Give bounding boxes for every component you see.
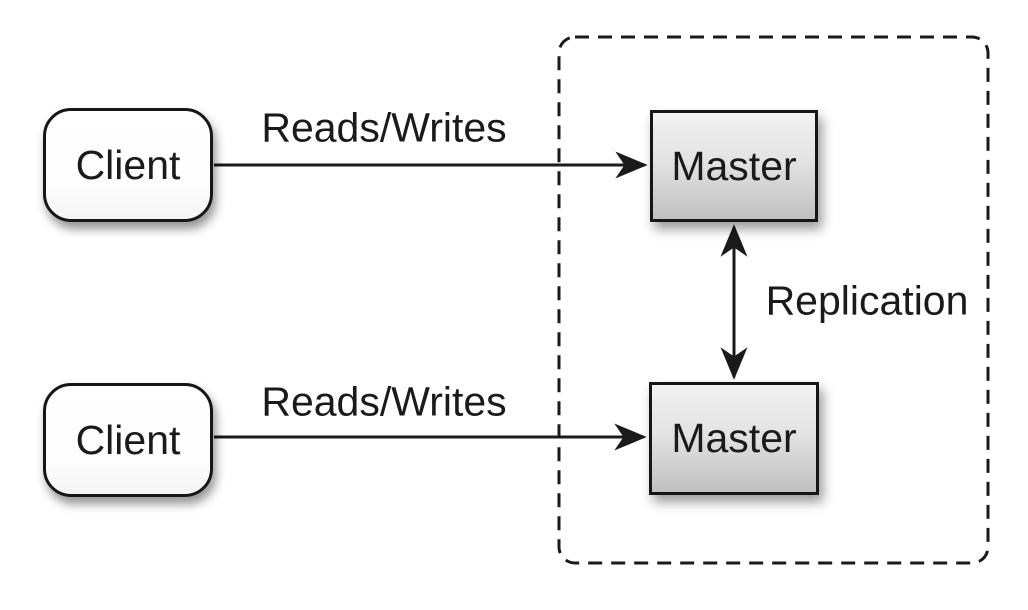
client-node-top-label: Client (75, 141, 181, 188)
edge-label-reads-writes-bottom: Reads/Writes (261, 378, 507, 425)
client-node-top: Client (43, 108, 213, 222)
master-node-top: Master (650, 110, 818, 222)
replication-cluster-boundary (557, 35, 990, 565)
client-node-bottom: Client (43, 383, 213, 497)
edge-label-reads-writes-top: Reads/Writes (261, 104, 507, 151)
master-node-top-label: Master (671, 142, 797, 189)
client-node-bottom-label: Client (75, 416, 181, 463)
master-node-bottom: Master (649, 382, 819, 495)
edge-label-replication: Replication (765, 277, 969, 324)
master-node-bottom-label: Master (671, 415, 797, 461)
